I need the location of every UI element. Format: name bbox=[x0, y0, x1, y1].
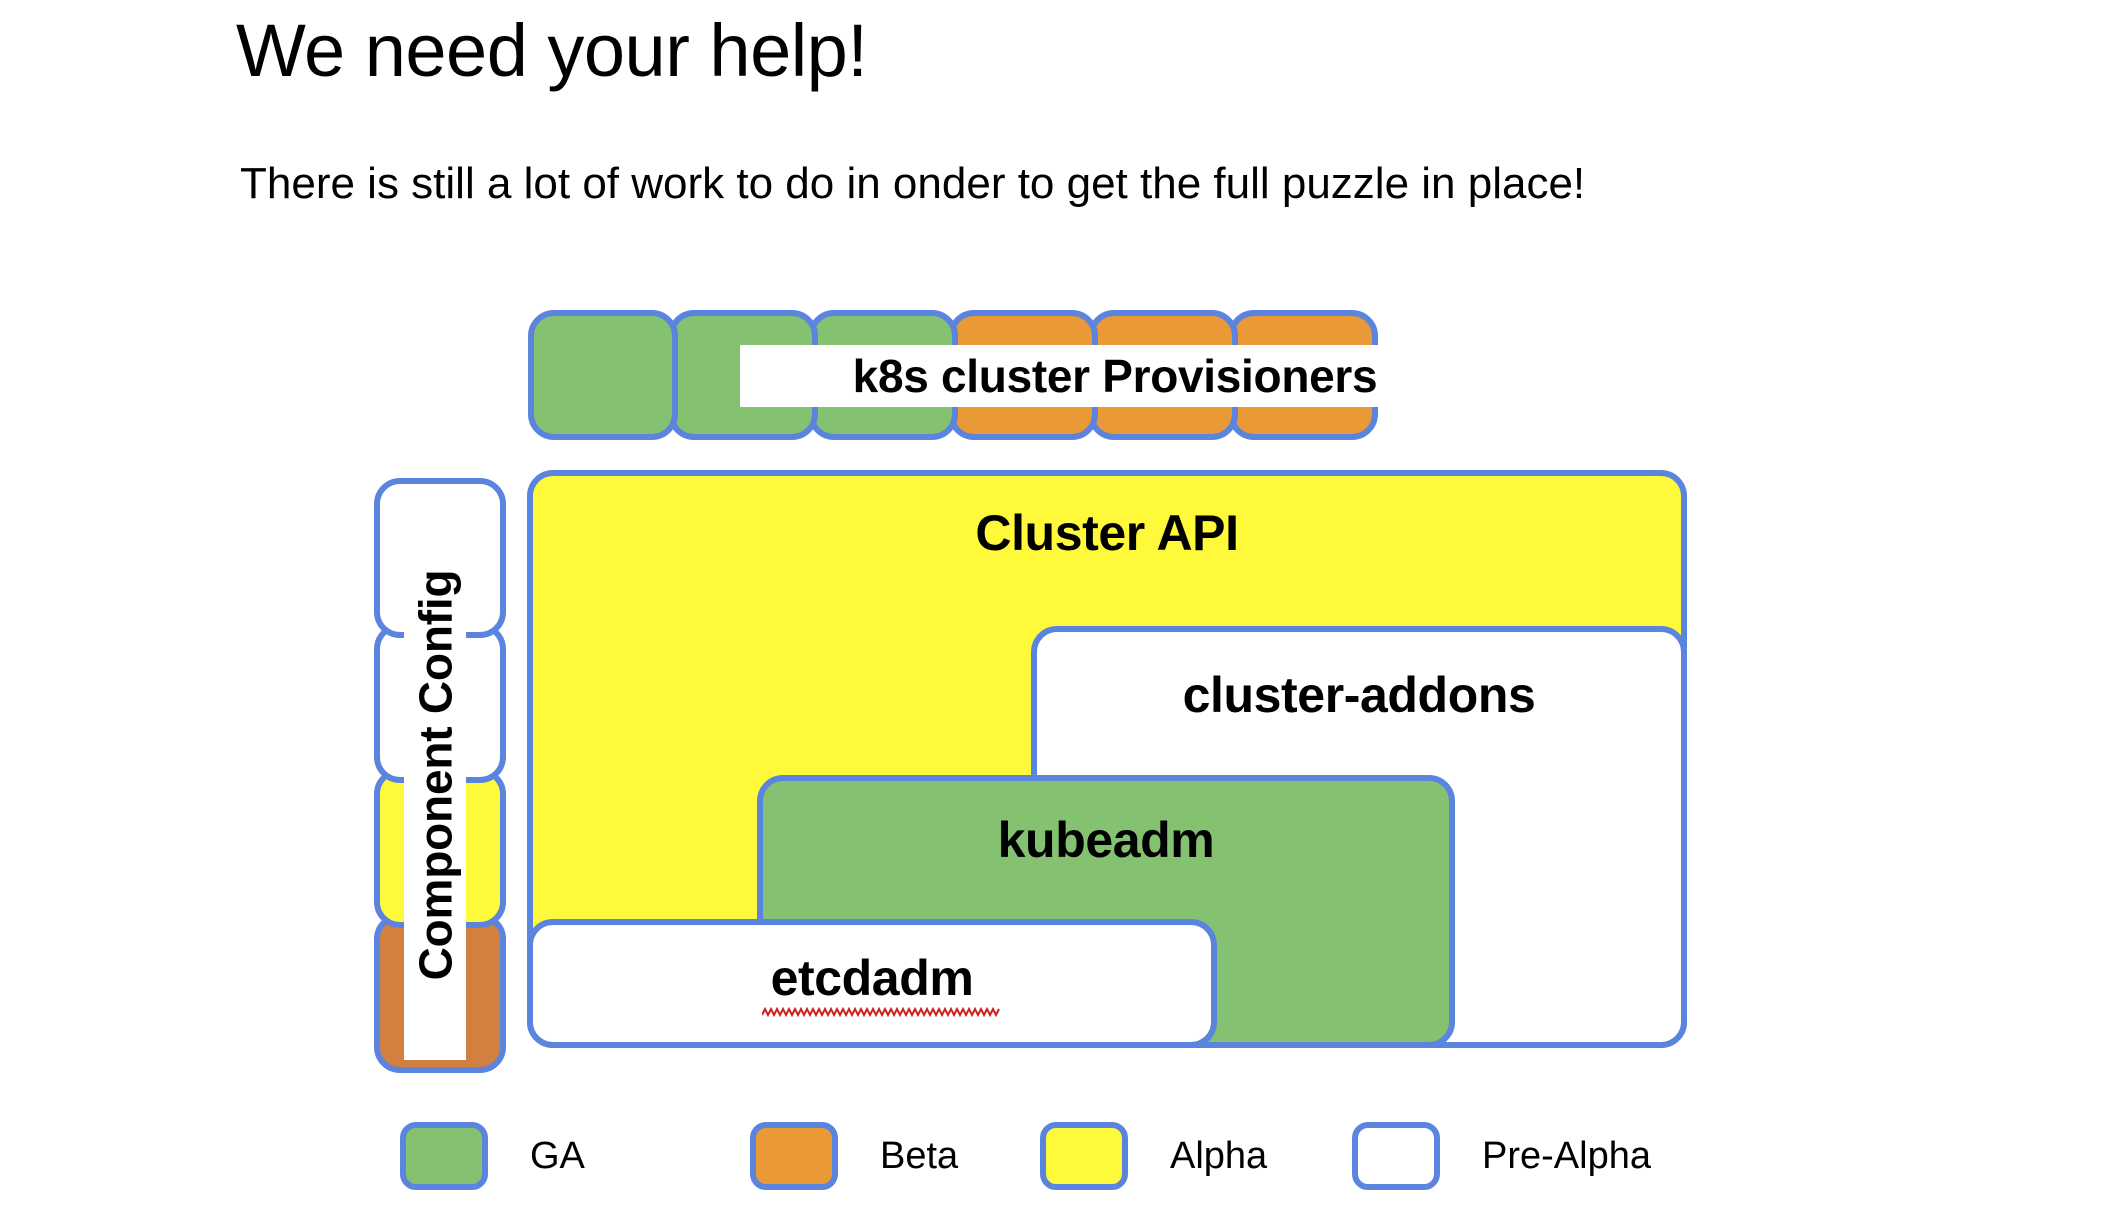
etcdadm-label: etcdadm bbox=[770, 950, 974, 1006]
provisioner-1[interactable] bbox=[528, 310, 678, 440]
cluster-addons-label: cluster-addons bbox=[1182, 667, 1536, 723]
legend-beta-label: Beta bbox=[880, 1134, 959, 1177]
provisioner-banner-label: k8s cluster Provisioners bbox=[740, 345, 1490, 407]
legend-ga-swatch bbox=[400, 1122, 488, 1190]
legend-alpha-swatch bbox=[1040, 1122, 1128, 1190]
page-title: We need your help! bbox=[236, 9, 868, 92]
spellcheck-underline-icon bbox=[762, 1007, 1000, 1017]
legend-pre-alpha-label: Pre-Alpha bbox=[1482, 1134, 1651, 1177]
legend-beta-swatch bbox=[750, 1122, 838, 1190]
legend-alpha-label: Alpha bbox=[1170, 1134, 1268, 1177]
provisioner-8[interactable] bbox=[1508, 310, 1658, 440]
legend-beta: Beta bbox=[750, 1122, 958, 1190]
etcdadm-box[interactable] bbox=[527, 919, 1217, 1048]
component-config-banner: Component Config bbox=[404, 490, 466, 1060]
legend-ga: GA bbox=[400, 1122, 585, 1190]
legend-pre-alpha: Pre-Alpha bbox=[1352, 1122, 1651, 1190]
legend-ga-label: GA bbox=[530, 1134, 585, 1177]
component-config-banner-label: Component Config bbox=[409, 569, 461, 981]
legend-alpha: Alpha bbox=[1040, 1122, 1267, 1190]
legend-pre-alpha-swatch bbox=[1352, 1122, 1440, 1190]
page-subtitle: There is still a lot of work to do in on… bbox=[240, 159, 1586, 208]
cluster-api-label: Cluster API bbox=[975, 505, 1239, 561]
kubeadm-label: kubeadm bbox=[997, 812, 1215, 868]
